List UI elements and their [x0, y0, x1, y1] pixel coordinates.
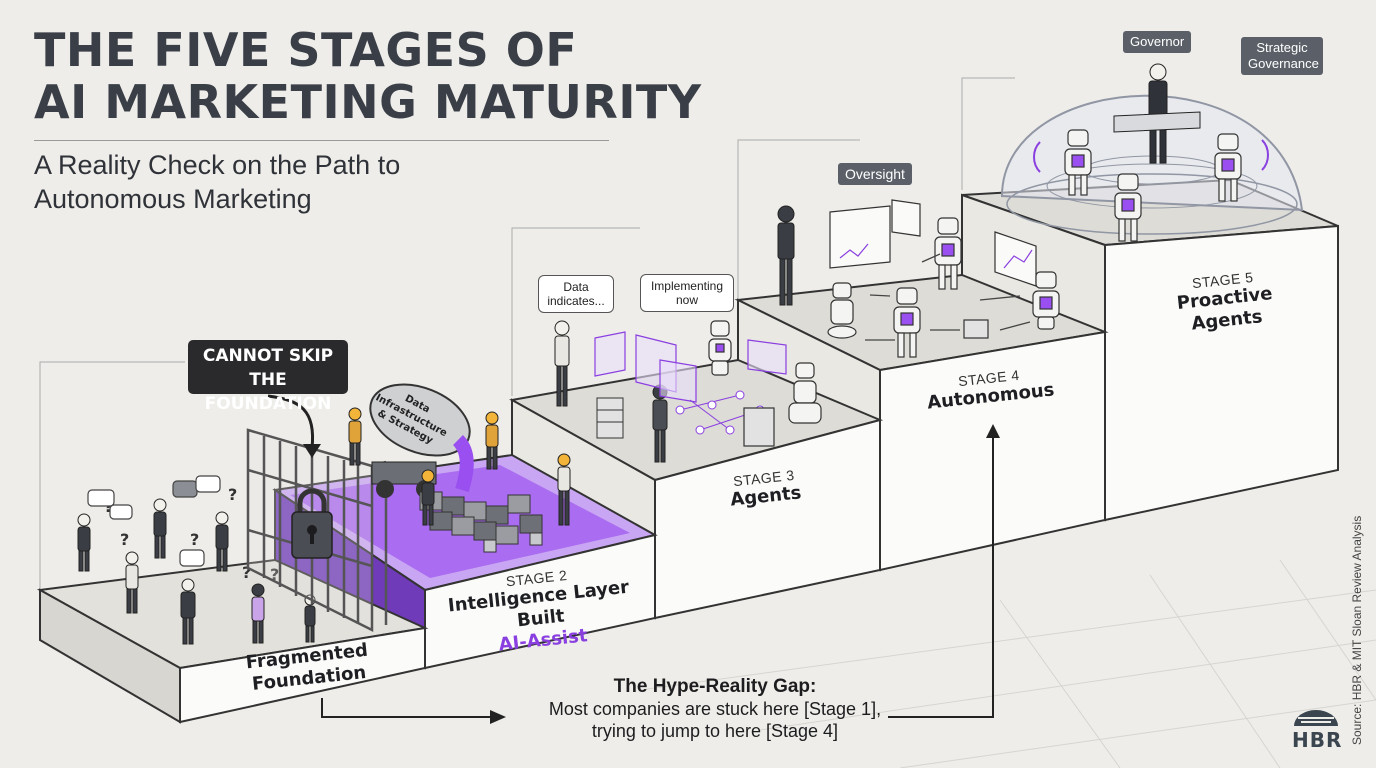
- gap-line-1: Most companies are stuck here [Stage 1],: [548, 699, 882, 719]
- callout-arrow: [267, 394, 315, 449]
- gap-line-2: trying to jump to here [Stage 4]: [591, 721, 839, 741]
- title-line-1: THE FIVE STAGES OF: [34, 23, 578, 77]
- svg-text:?: ?: [228, 485, 237, 504]
- page-title: THE FIVE STAGES OF AI MARKETING MATURITY: [34, 24, 702, 128]
- hbr-logo-text: HBR: [1292, 728, 1343, 752]
- implementing-now-bubble: Implementing now: [640, 274, 734, 312]
- governor-figure: [1113, 63, 1201, 164]
- guide-lines: [39, 77, 1015, 590]
- stage-4-supervisor: [777, 205, 795, 306]
- workflow-arrows: [865, 253, 1031, 341]
- governor-tag: Governor: [1123, 31, 1192, 53]
- stage-3-robots: [708, 320, 822, 447]
- svg-text:?: ?: [120, 530, 129, 549]
- svg-text:?: ?: [270, 565, 279, 584]
- workers: [348, 407, 571, 526]
- stage-1-people: [77, 498, 316, 645]
- data-indicates-bubble: Data indicates...: [538, 275, 614, 313]
- strategic-governance-tag: Strategic Governance: [1241, 37, 1323, 75]
- title-divider: [34, 140, 609, 141]
- cannot-skip-callout: CANNOT SKIP THE FOUNDATION: [188, 340, 348, 414]
- stage-3-analyst: [554, 320, 668, 463]
- svg-text:?: ?: [190, 530, 199, 549]
- source-note: Source: HBR & MIT Sloan Review Analysis: [1350, 515, 1364, 745]
- building-blocks: [419, 491, 543, 553]
- padlock-icon: [291, 488, 333, 559]
- oversight-tag: Oversight: [838, 163, 912, 185]
- svg-text:?: ?: [242, 563, 251, 582]
- subtitle-line-2: Autonomous Marketing: [34, 184, 312, 214]
- stage-4-robots: [827, 217, 1060, 358]
- callout-line-1: CANNOT SKIP: [202, 346, 334, 366]
- server-rack-icon: [596, 397, 624, 439]
- title-line-2: AI MARKETING MATURITY: [34, 75, 702, 129]
- subtitle-line-1: A Reality Check on the Path to: [34, 150, 401, 180]
- hype-reality-gap: The Hype-Reality Gap: Most companies are…: [505, 676, 925, 742]
- gap-title: The Hype-Reality Gap:: [613, 676, 817, 697]
- gap-arrowhead-up: [986, 424, 1000, 438]
- gap-arrows: [321, 436, 994, 718]
- gap-arrowhead-right: [490, 710, 506, 724]
- dashboard-screens: [829, 199, 1037, 287]
- hbr-logo: [1294, 710, 1338, 726]
- page-subtitle: A Reality Check on the Path to Autonomou…: [34, 148, 400, 216]
- callout-line-2: THE FOUNDATION: [204, 370, 332, 414]
- speech-bubbles-stage-1: [87, 475, 221, 567]
- floor-grid: [639, 559, 1376, 768]
- stage-5-robots: [1064, 129, 1242, 242]
- holographic-screens: [594, 331, 787, 403]
